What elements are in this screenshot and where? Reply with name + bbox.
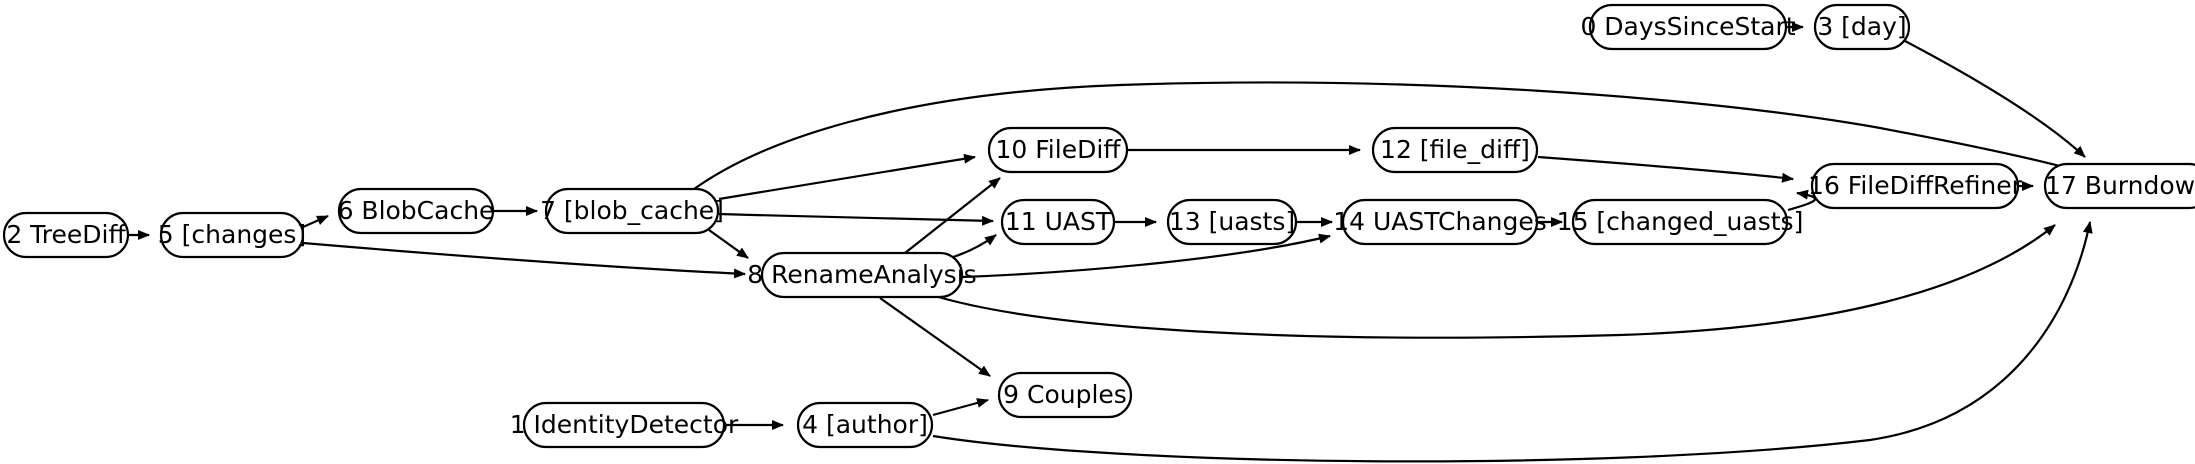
- edge-7-to-17: [689, 81, 2083, 193]
- node-label: 6 BlobCache: [338, 196, 495, 225]
- node-16-filediffrefiner[interactable]: 16 FileDiffRefiner: [1808, 162, 2023, 210]
- node-label: 12 [file_diff]: [1380, 135, 1530, 164]
- node-1-identitydetector[interactable]: 1 IdentityDetector: [510, 401, 739, 449]
- node-5-changes[interactable]: 5 [changes]: [158, 211, 306, 259]
- edge-3-to-17: [1904, 40, 2086, 158]
- edge-4-to-9: [932, 398, 989, 417]
- node-4-author[interactable]: 4 [author]: [796, 401, 934, 449]
- edge-5-to-6: [302, 214, 329, 229]
- edge-15-to-16: [1787, 189, 1816, 212]
- node-label: 14 UASTChanges: [1333, 207, 1547, 236]
- node-13-uasts[interactable]: 13 [uasts]: [1166, 198, 1298, 246]
- node-11-uast[interactable]: 11 UAST: [1000, 198, 1116, 246]
- node-15-changed-uasts[interactable]: 15 [changed_uasts]: [1557, 198, 1804, 246]
- edge-7-to-11: [718, 212, 994, 226]
- edge-7-to-10: [718, 153, 976, 201]
- node-6-blobcache[interactable]: 6 BlobCache: [338, 187, 495, 235]
- node-8-renameanalysis[interactable]: 8 RenameAnalysis: [747, 251, 977, 299]
- node-label: 13 [uasts]: [1169, 207, 1295, 236]
- node-label: 11 UAST: [1005, 207, 1112, 236]
- node-9-couples[interactable]: 9 Couples: [997, 371, 1133, 419]
- node-label: 9 Couples: [1003, 380, 1127, 409]
- node-label: 16 FileDiffRefiner: [1808, 171, 2023, 200]
- edge-5-to-8: [302, 241, 746, 279]
- node-3-day[interactable]: 3 [day]: [1813, 3, 1911, 51]
- node-2-treediff[interactable]: 2 TreeDiff: [2, 211, 130, 259]
- node-label: 7 [blob_cache]: [540, 196, 724, 225]
- node-14-uastchanges[interactable]: 14 UASTChanges: [1333, 198, 1547, 246]
- node-10-filediff[interactable]: 10 FileDiff: [987, 126, 1129, 174]
- node-label: 4 [author]: [802, 410, 928, 439]
- node-label: 17 Burndown: [2045, 171, 2195, 200]
- edge-12-to-16: [1537, 155, 1794, 183]
- node-label: 2 TreeDiff: [6, 220, 126, 249]
- node-label: 0 DaysSinceStart: [1580, 12, 1795, 41]
- node-17-burndown[interactable]: 17 Burndown: [2043, 162, 2195, 210]
- edge-7-to-8: [708, 229, 749, 259]
- node-label: 3 [day]: [1817, 12, 1906, 41]
- node-label: 1 IdentityDetector: [510, 410, 739, 439]
- edge-8-to-14: [962, 233, 1331, 279]
- edge-8-to-9: [879, 297, 991, 377]
- node-layer: 0 DaysSinceStart 3 [day] 10 FileDiff 12 …: [2, 3, 2195, 449]
- node-label: 10 FileDiff: [995, 135, 1121, 164]
- node-label: 5 [changes]: [158, 220, 306, 249]
- edge-layer: [122, 22, 2093, 463]
- node-label: 15 [changed_uasts]: [1557, 207, 1804, 236]
- node-7-blob-cache[interactable]: 7 [blob_cache]: [540, 187, 724, 235]
- edge-4-to-17: [932, 221, 2093, 463]
- edge-8-to-17: [934, 224, 2056, 339]
- edge-8-to-10: [904, 177, 1001, 254]
- node-0-dayssincestart[interactable]: 0 DaysSinceStart: [1580, 3, 1796, 51]
- edge-8-to-11: [949, 234, 997, 260]
- node-12-file-diff[interactable]: 12 [file_diff]: [1371, 126, 1539, 174]
- node-label: 8 RenameAnalysis: [747, 260, 976, 289]
